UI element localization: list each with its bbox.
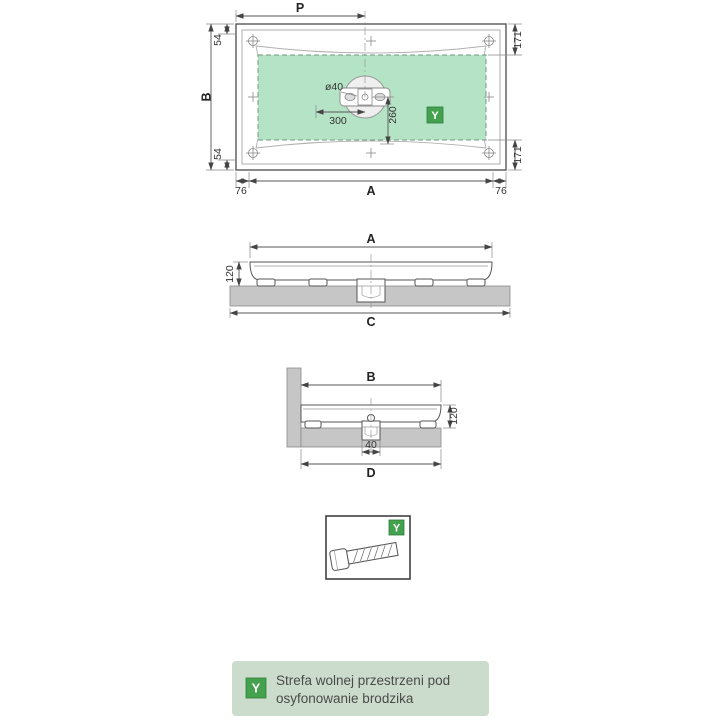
tray-feet-front [256, 278, 486, 287]
dimension-40: 40 [361, 439, 381, 456]
dim-text-54-bottom: 54 [212, 148, 224, 160]
dim-label-D: D [366, 466, 375, 480]
dim-text-76-right: 76 [495, 185, 507, 197]
dim-label-B: B [199, 92, 213, 101]
legend-text-line1: Strefa wolnej przestrzeni pod [276, 673, 450, 688]
dim-label-B-side: B [366, 370, 375, 384]
tray-feet-side [304, 420, 437, 429]
legend: Y Strefa wolnej przestrzeni pod osyfonow… [232, 661, 489, 716]
front-elevation: A 120 C [224, 232, 511, 329]
siphon-pipe-icon [329, 541, 399, 571]
pipe-hatching [353, 544, 393, 563]
dimension-D: D [300, 449, 442, 480]
legend-text-line2: osyfonowanie brodzika [276, 691, 414, 706]
dim-text-120-side: 120 [448, 407, 460, 425]
tray-rim-plan [241, 29, 501, 165]
dim-label-C: C [366, 315, 375, 329]
dimension-120-side: 120 [443, 404, 460, 429]
dimension-A-front: A [249, 232, 493, 258]
legend-badge-box [245, 677, 267, 699]
dimension-260: 260 [372, 96, 399, 145]
dimension-54-bottom: 54 [212, 148, 236, 171]
detail-box: Y [325, 515, 411, 580]
zone-badge-letter: Y [431, 110, 439, 122]
legend-background [232, 661, 489, 716]
dim-label-A-front: A [366, 232, 375, 246]
dim-text-54-top: 54 [212, 34, 224, 46]
dim-text-120-front: 120 [224, 265, 236, 283]
legend-badge-letter: Y [252, 681, 261, 696]
detail-badge-letter: Y [393, 522, 401, 534]
dim-text-300: 300 [329, 115, 347, 127]
dimension-300: 300 [315, 105, 366, 127]
dim-text-76-left: 76 [235, 185, 247, 197]
dimension-120-front: 120 [224, 261, 248, 287]
dimension-drain-dia40: ø40 [325, 81, 358, 97]
dim-label-P: P [296, 1, 304, 15]
dim-label-A-plan: A [366, 184, 375, 198]
dim-text-171-bottom: 171 [512, 146, 524, 164]
dimension-B-side: B [300, 370, 442, 402]
dimension-171-top: 171 [488, 23, 524, 56]
dim-text-dia40: ø40 [325, 81, 343, 93]
dim-text-260: 260 [387, 106, 399, 124]
detail-badge-box [388, 519, 405, 536]
zone-badge-plan: Y [426, 106, 444, 124]
wall-section [286, 367, 302, 448]
dimension-171-bottom: 171 [488, 139, 524, 171]
dim-text-171-top: 171 [512, 31, 524, 49]
dimension-C: C [229, 308, 511, 329]
side-elevation: B 120 40 [286, 367, 460, 480]
dimension-P: P [235, 1, 366, 22]
top-view-plan: P B 54 54 171 [199, 1, 524, 198]
zone-badge-box [426, 106, 444, 124]
dimension-bottom-chain: 76 A 76 [235, 172, 507, 198]
edge-cross-marks [248, 36, 494, 158]
dim-text-40: 40 [365, 439, 377, 451]
dimension-54-top: 54 [212, 23, 236, 46]
zone-badge-detail: Y [388, 519, 405, 536]
corner-screw-marks [246, 34, 496, 160]
